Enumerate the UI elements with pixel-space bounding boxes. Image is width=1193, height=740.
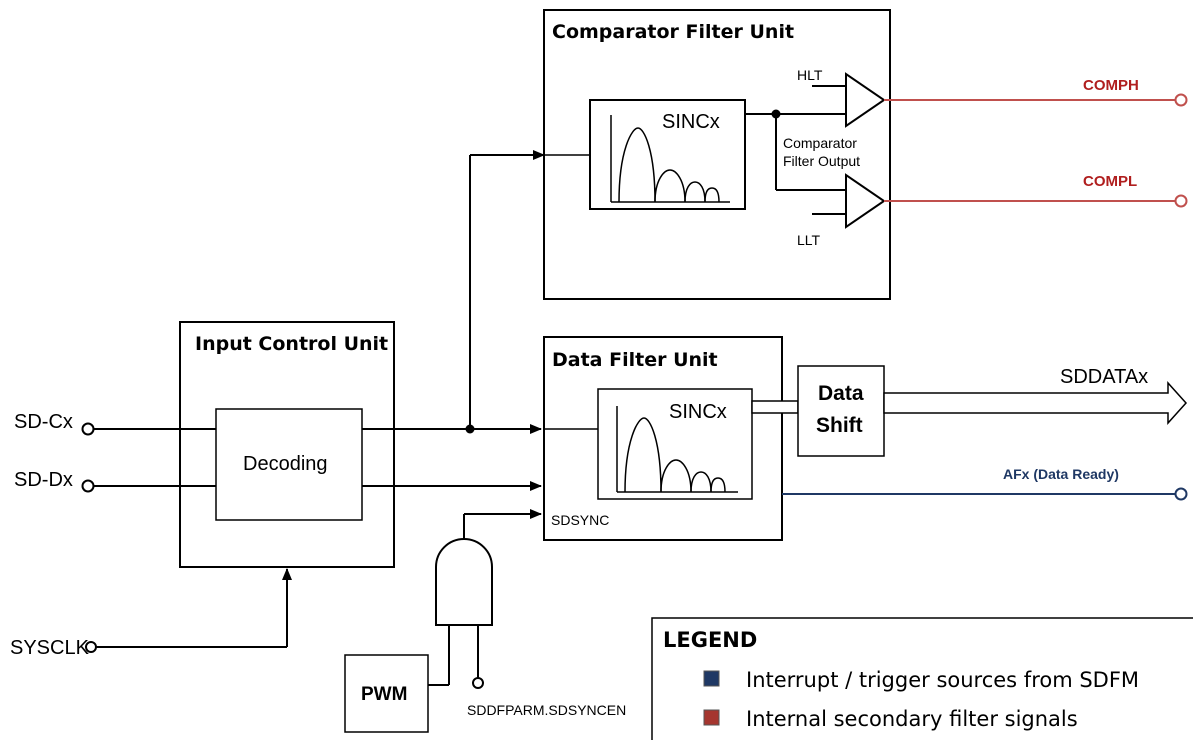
legend-item-internal-label: Internal secondary filter signals — [746, 707, 1078, 731]
pwm-box — [344, 654, 429, 733]
legend-item-interrupt-label: Interrupt / trigger sources from SDFM — [746, 668, 1139, 692]
sysclk-label: SYSCLK — [10, 637, 90, 659]
data-shift-label-1: Data — [818, 382, 864, 405]
comparator-sinc-response-icon — [610, 115, 730, 203]
sdsync-label: SDSYNC — [551, 512, 609, 528]
sinc-to-shift-bus — [751, 400, 799, 414]
data-shift-label-2: Shift — [816, 414, 863, 437]
decoding-label: Decoding — [243, 453, 328, 475]
sdsyncen-label: SDDFPARM.SDSYNCEN — [467, 702, 626, 718]
legend-box — [651, 617, 1193, 740]
afx-terminal — [1174, 487, 1188, 501]
comparator-low — [845, 173, 886, 229]
compl-label: COMPL — [1083, 173, 1137, 190]
data-filter-unit-title: Data Filter Unit — [552, 349, 718, 371]
comparator-filter-unit-title: Comparator Filter Unit — [552, 21, 794, 43]
sdsyncen-terminal — [472, 677, 484, 689]
sddatax-bus-arrow — [883, 381, 1188, 425]
comph-terminal — [1174, 93, 1188, 107]
legend-swatch-blue — [703, 670, 720, 687]
legend-swatch-red — [703, 709, 720, 726]
comph-label: COMPH — [1083, 77, 1139, 94]
decoding-box — [215, 408, 363, 521]
data-sinc-label: SINCx — [669, 401, 727, 423]
data-shift-box — [797, 365, 885, 457]
data-sinc-filter-box — [597, 388, 753, 500]
sd-dx-terminal — [81, 479, 95, 493]
sddatax-label: SDDATAx — [1060, 366, 1148, 388]
llt-label: LLT — [797, 232, 821, 248]
comparator-high — [845, 72, 886, 128]
sd-cx-terminal — [81, 422, 95, 436]
comparator-sinc-filter-box — [589, 99, 746, 210]
hlt-label: HLT — [797, 67, 823, 83]
legend-title: LEGEND — [663, 628, 757, 652]
and-gate — [435, 538, 493, 626]
pwm-label: PWM — [361, 684, 407, 705]
sysclk-terminal — [85, 641, 97, 653]
compl-terminal — [1174, 194, 1188, 208]
comparator-filter-output-label-1: Comparator — [783, 135, 857, 151]
sd-cx-label: SD-Cx — [14, 411, 73, 433]
comparator-filter-output-label-2: Filter Output — [783, 153, 860, 169]
comparator-sinc-label: SINCx — [662, 111, 720, 133]
afx-label: AFx (Data Ready) — [1003, 466, 1119, 482]
data-sinc-response-icon — [616, 406, 738, 493]
sd-dx-label: SD-Dx — [14, 469, 73, 491]
input-control-unit-title: Input Control Unit — [195, 333, 388, 355]
